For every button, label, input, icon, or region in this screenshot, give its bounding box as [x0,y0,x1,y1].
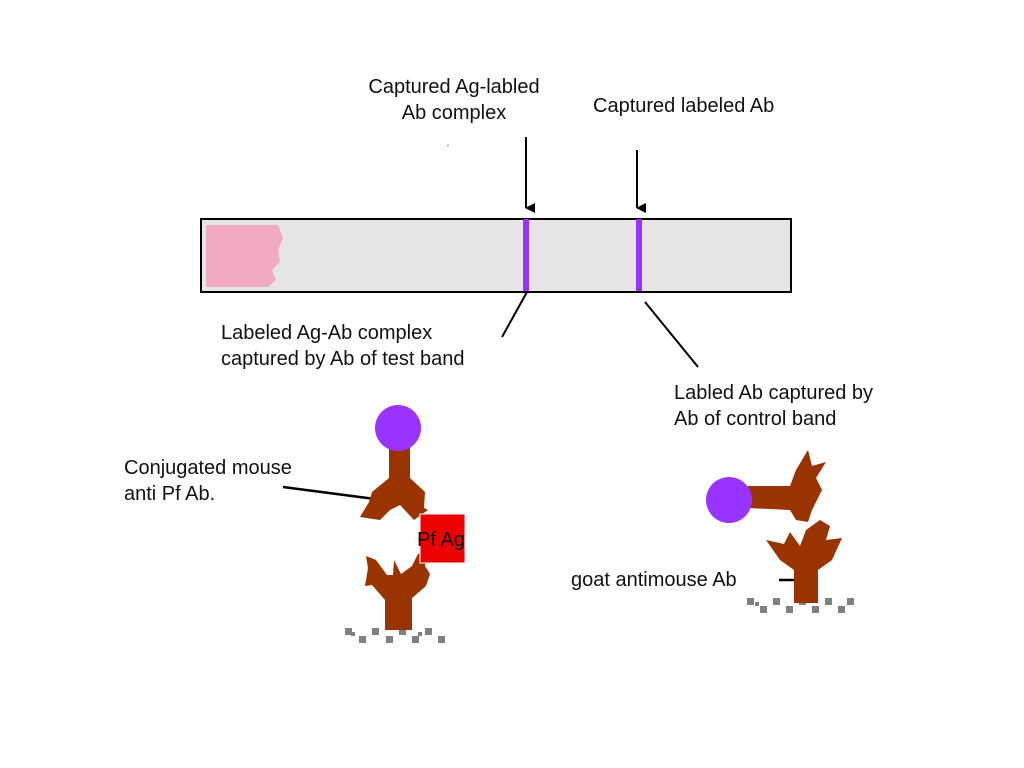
conjugate-label-line1: Conjugated mouse [124,457,292,479]
control-band [636,219,642,291]
control-band-caption-line1: Labled Ab captured by [674,382,874,404]
goat-antibody-label: goat antimouse Ab [571,569,737,591]
stray-mark: ‘ [447,143,449,153]
conjugate-label-line2: anti Pf Ab. [124,483,216,505]
test-band-caption: Labeled Ag-Ab complex captured by Ab of … [221,320,465,372]
capture-antibody-test [365,552,430,630]
test-band-top-label: Captured Ag-labled Ab complex [330,74,578,126]
test-membrane-dots [345,628,445,643]
test-band [523,219,529,291]
test-band-caption-line1: Labeled Ag-Ab complex [221,322,433,344]
label-particle-control [706,477,752,523]
test-band-caption-line2: captured by Ab of test band [221,348,465,370]
conjugated-antibody [360,445,428,520]
sample-pad [206,225,283,287]
test-band-callout-line [501,291,528,338]
goat-antimouse-antibody [766,520,842,603]
control-band-top-label: Captured labeled Ab [593,95,775,117]
captured-labeled-antibody [748,450,826,522]
control-band-callout-line [644,301,699,368]
antigen-label: Pf Ag [417,529,465,551]
label-particle-test [375,405,421,451]
control-band-caption: Labled Ab captured by Ab of control band [674,380,873,432]
test-strip [200,218,792,293]
test-band-top-label-line2: Ab complex [401,102,507,124]
conjugate-callout-line [282,485,376,501]
test-band-top-label-line1: Captured Ag-labled [368,76,540,98]
antigen-square [419,513,466,564]
control-band-caption-line2: Ab of control band [674,408,837,430]
conjugate-label: Conjugated mouse anti Pf Ab. [124,455,292,507]
